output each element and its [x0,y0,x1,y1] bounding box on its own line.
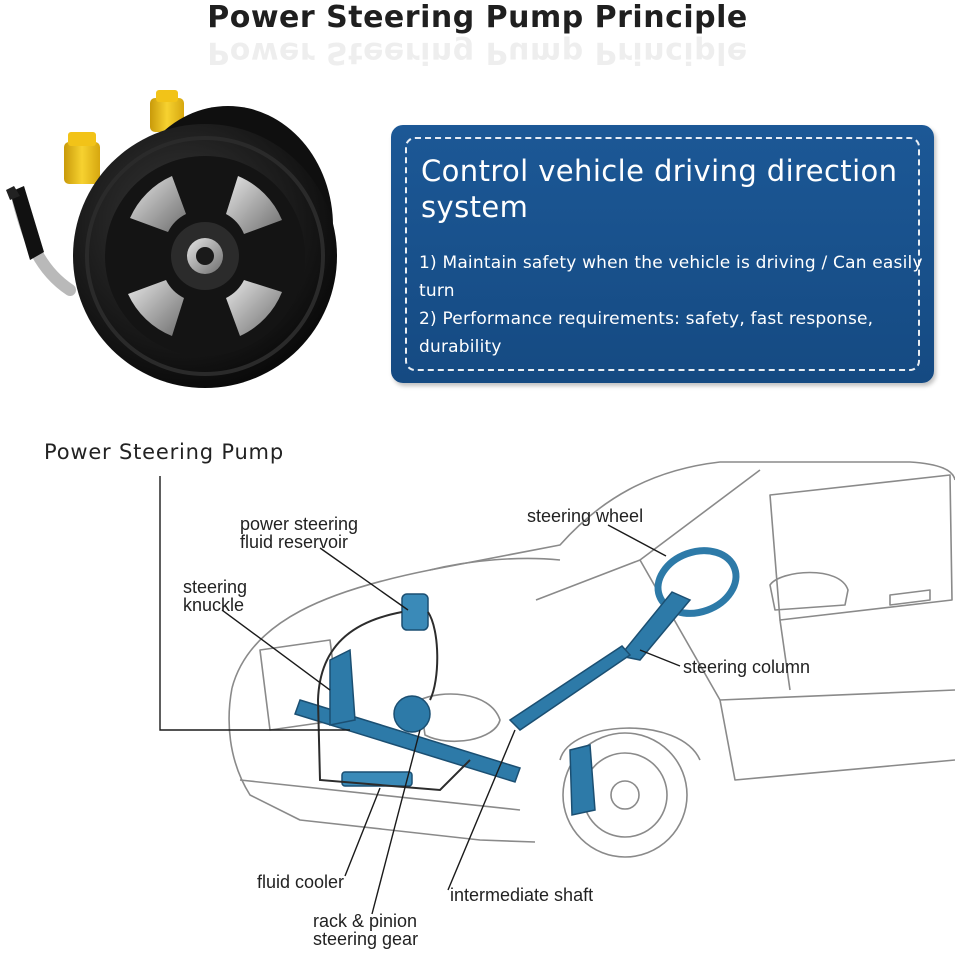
rack-pinion-label: rack & pinion steering gear [313,912,418,948]
intermediate-shaft-label: intermediate shaft [450,885,594,905]
pump-callout-label: Power Steering Pump [44,440,284,464]
title-reflection: Power Steering Pump Principle [207,36,748,70]
info-point-2: 2) Performance requirements: safety, fas… [419,309,874,357]
knuckle-label-line-1: steering [183,577,248,597]
reservoir-label-line-1: power steering [240,514,359,534]
info-panel-border: Control vehicle driving direction system… [405,137,923,371]
steering-wheel-label: steering wheel [527,506,644,526]
knuckle-label-line-2: knuckle [183,595,245,615]
reservoir-label: power steering fluid reservoir [240,515,358,551]
pump-image [6,90,337,388]
knuckle-label: steering knuckle [183,578,247,614]
reservoir-label-line-2: fluid reservoir [240,532,349,552]
page-title: Power Steering Pump Principle [207,0,748,35]
info-points: 1) Maintain safety when the vehicle is d… [419,249,931,361]
rack-label-line-1: rack & pinion [313,911,418,931]
rack-label-line-2: steering gear [313,929,419,949]
fluid-cooler-label: fluid cooler [257,872,345,892]
info-panel: Control vehicle driving direction system… [391,125,934,383]
info-heading: Control vehicle driving direction system [421,154,898,224]
info-point-1: 1) Maintain safety when the vehicle is d… [419,253,923,301]
steering-column-label: steering column [683,657,811,677]
steering-diagram [159,461,955,915]
